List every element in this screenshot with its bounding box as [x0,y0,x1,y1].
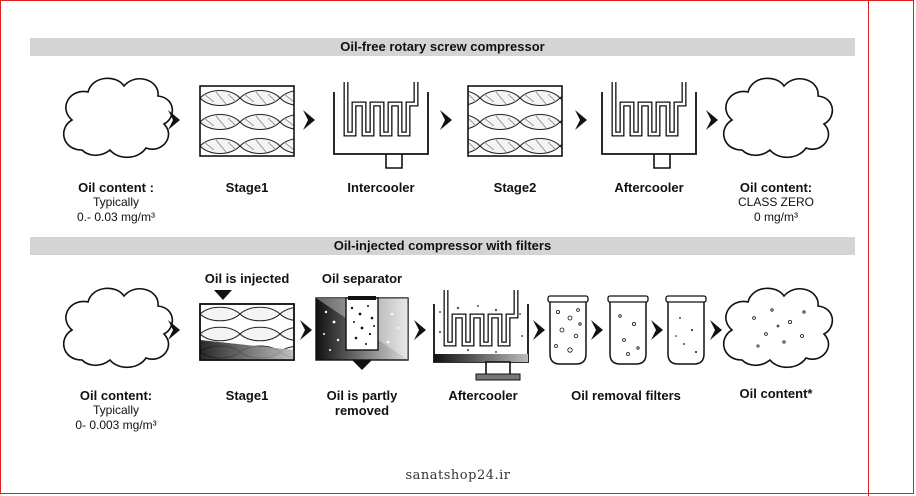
input-oil-content-label: Oil content: Typically 0- 0.003 mg/m³ [56,388,176,433]
watermark-text: sanatshop24.ir [405,468,511,483]
output-oil-content-label: Oil content* [739,386,813,401]
flow-arrow-icon [303,110,315,130]
flow-arrow-icon [414,320,426,340]
aftercooler-label: Aftercooler [448,388,518,403]
aftercooler-icon [601,82,697,169]
oil-removal-filters-label: Oil removal filters [571,388,681,403]
oil-removal-filter-icon [607,295,649,365]
input-oil-typically: Typically [92,195,139,209]
output-oil-heading: Oil content: [739,180,813,195]
oil-removal-filter-icon [547,295,589,365]
flow-arrow-icon [533,320,545,340]
aftercooler-label: Aftercooler [614,180,684,195]
flow-arrow-icon [591,320,603,340]
flow-arrow-icon [300,320,312,340]
air-cloud-output-oil-icon [722,287,834,369]
input-oil-value: 0- 0.003 mg/m³ [75,418,157,432]
input-oil-typically: Typically [92,403,139,417]
flow-arrow-icon [651,320,663,340]
section-band-oil-injected: Oil-injected compressor with filters [30,237,855,255]
stage2-label: Stage2 [493,180,537,195]
oil-injection-arrow-icon [214,290,232,300]
section-band-oil-free: Oil-free rotary screw compressor [30,38,855,56]
frame-right-line [868,0,869,496]
air-cloud-output-icon [722,77,834,159]
flow-arrow-icon [706,110,718,130]
oil-injected-label: Oil is injected [204,271,290,286]
stage2-rotor-icon [467,85,563,157]
output-class-zero: CLASS ZERO [737,195,815,209]
oil-separator-label: Oil separator [321,271,403,286]
air-cloud-input-icon [62,77,174,159]
flow-arrow-icon [440,110,452,130]
input-oil-value: 0.- 0.03 mg/m³ [76,210,156,224]
oil-separator-icon [315,296,409,370]
intercooler-label: Intercooler [347,180,415,195]
stage1-rotor-icon [199,85,295,157]
flow-arrow-icon [575,110,587,130]
flow-arrow-icon [168,320,180,340]
oil-removal-filter-icon [665,295,707,365]
intercooler-icon [333,82,429,169]
stage1-label: Stage1 [225,388,269,403]
aftercooler-oil-icon [433,290,529,381]
output-oil-content-label: Oil content: CLASS ZERO 0 mg/m³ [718,180,834,225]
stage1-oil-injected-rotor-icon [199,303,295,361]
input-oil-content-label: Oil content : Typically 0.- 0.03 mg/m³ [56,180,176,225]
section-title-oil-injected: Oil-injected compressor with filters [333,238,552,253]
output-oil-value: 0 mg/m³ [753,210,798,224]
section-title-oil-free: Oil-free rotary screw compressor [340,39,545,54]
input-oil-heading: Oil content : [78,180,154,195]
oil-partly-removed-label: Oil is partly removed [326,388,398,418]
air-cloud-input-icon [62,287,174,369]
flow-arrow-icon [710,320,722,340]
flow-arrow-icon [168,110,180,130]
stage1-label: Stage1 [225,180,269,195]
input-oil-heading: Oil content: [79,388,153,403]
